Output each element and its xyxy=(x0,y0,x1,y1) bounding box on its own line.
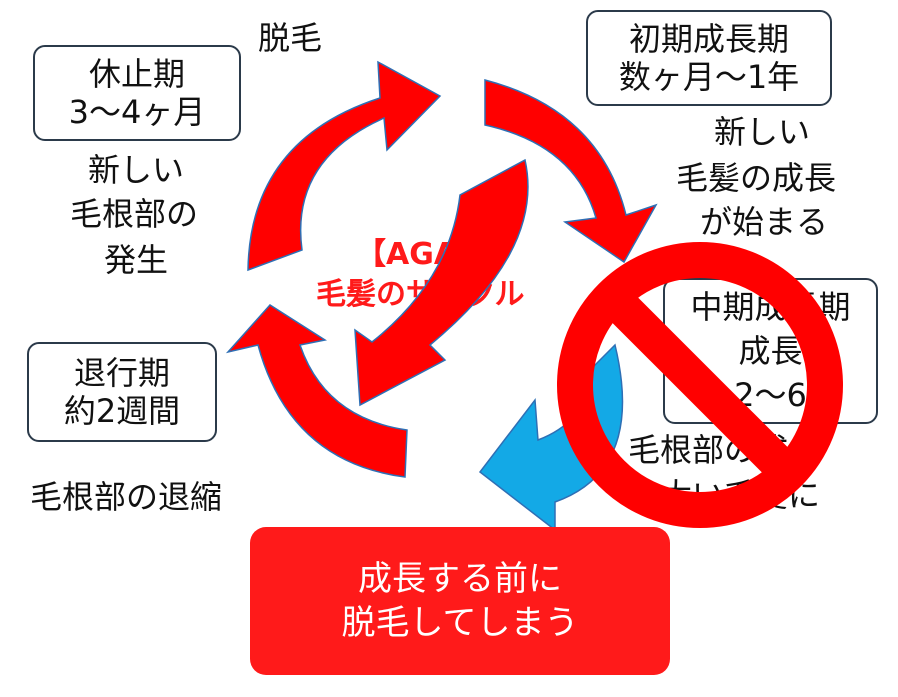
callout-line2: 脱毛してしまう xyxy=(341,603,579,643)
stage-duration-resting: 3～4ヶ月 xyxy=(68,93,206,131)
caption-new-hair-3: が始まる xyxy=(700,203,829,241)
caption-shrink: 毛根部の退縮 xyxy=(30,478,223,516)
stage-title-resting: 休止期 xyxy=(88,55,185,93)
caption-new-root-2: 毛根部の xyxy=(70,195,199,233)
stage-duration-regression: 約2週間 xyxy=(63,392,181,430)
arrow-shedding-to-early-growth xyxy=(484,79,658,264)
stage-title-early-growth: 初期成長期 xyxy=(628,20,789,58)
caption-shedding: 脱毛 xyxy=(258,19,323,57)
caption-new-hair-1: 新しい xyxy=(714,113,811,151)
arrow-inner-to-regression xyxy=(354,158,529,407)
stage-box-resting: 休止期 3～4ヶ月 xyxy=(33,45,241,141)
stage-box-regression: 退行期 約2週間 xyxy=(27,342,217,442)
stage-title-regression: 退行期 xyxy=(73,354,170,392)
prohibition-icon xyxy=(557,242,843,528)
caption-new-hair-2: 毛髪の成長 xyxy=(676,159,837,197)
caption-new-root-1: 新しい xyxy=(88,151,185,189)
stage-duration-early-growth: 数ヶ月～1年 xyxy=(618,58,800,96)
arrow-resting-to-shedding xyxy=(247,60,442,272)
stage-line2-mid-growth: 成長 xyxy=(738,332,803,370)
callout-box: 成長する前に 脱毛してしまう xyxy=(250,527,670,675)
stage-box-early-growth: 初期成長期 数ヶ月～1年 xyxy=(586,10,832,106)
caption-new-root-3: 発生 xyxy=(104,241,169,279)
callout-line1: 成長する前に xyxy=(358,559,562,599)
arrow-regression-to-resting xyxy=(225,304,408,478)
